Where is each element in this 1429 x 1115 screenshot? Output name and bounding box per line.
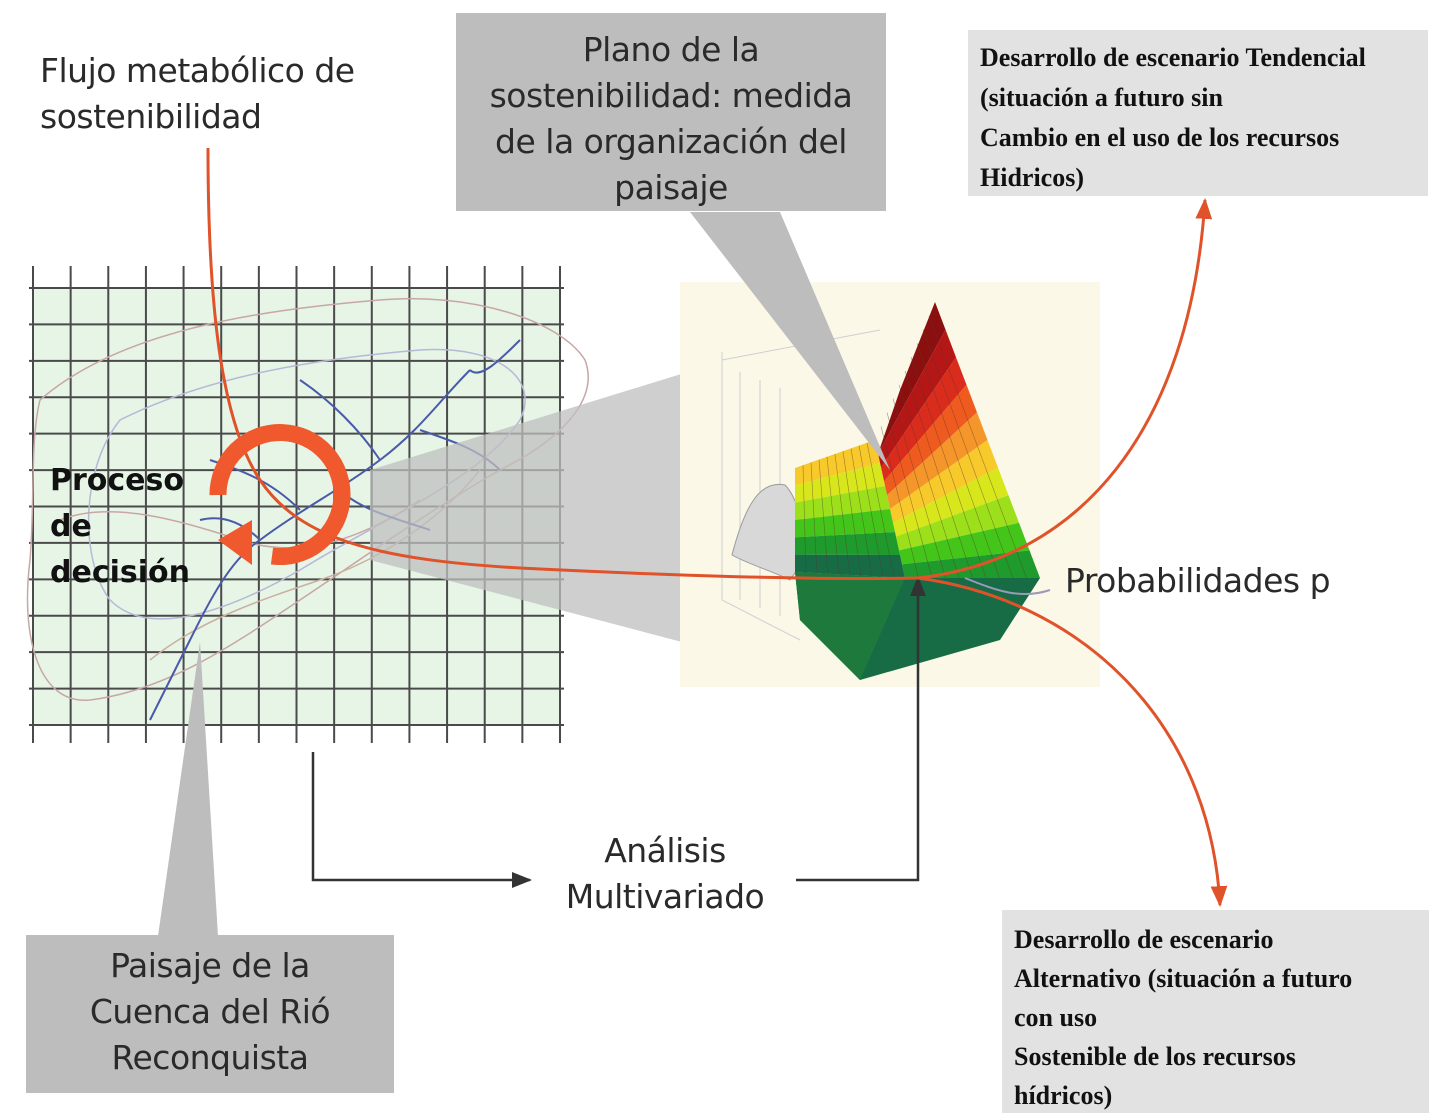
mesh-line xyxy=(898,384,960,579)
plano-line-1: Plano de la xyxy=(582,30,760,69)
mesh-line xyxy=(904,370,973,579)
analisis-multivariado-label: Análisis Multivariado xyxy=(540,828,790,920)
surface-band-right xyxy=(878,302,946,454)
proceso-line-3: decisión xyxy=(50,555,190,590)
projection-cone xyxy=(370,362,720,652)
plano-line-2: sostenibilidad: medida xyxy=(489,76,853,115)
analisis-line-1: Análisis xyxy=(604,831,726,870)
alternativo-line-4: Sostenible de los recursos xyxy=(1014,1042,1296,1071)
alternativo-line-1: Desarrollo de escenario xyxy=(1014,925,1274,954)
plano-sostenibilidad-callout: Plano de la sostenibilidad: medida de la… xyxy=(456,13,886,211)
paisaje-line-2: Cuenca del Rió xyxy=(89,992,331,1031)
surface-band-right xyxy=(890,440,998,523)
tendencial-line-1: Desarrollo de escenario Tendencial xyxy=(980,43,1366,72)
flujo-line-1: Flujo metabólico de xyxy=(40,51,355,90)
analisis-line-2: Multivariado xyxy=(565,877,765,916)
sustainability-surface xyxy=(795,302,1040,680)
flujo-line-2: sostenibilidad xyxy=(40,97,262,136)
alternativo-line-3: con uso xyxy=(1014,1003,1098,1032)
analisis-connector-right xyxy=(796,576,926,882)
plano-line-3: de la organización del xyxy=(495,122,847,161)
proceso-line-1: Proceso xyxy=(50,463,184,498)
surface-mesh-lines xyxy=(802,315,1027,579)
mesh-line xyxy=(892,398,946,579)
surface-band-front xyxy=(795,486,890,520)
analisis-connector-left xyxy=(311,752,532,888)
paisaje-line-3: Reconquista xyxy=(111,1038,309,1077)
mesh-line xyxy=(850,448,873,577)
mesh-line xyxy=(834,453,851,576)
tendencial-line-4: Hidricos) xyxy=(980,163,1084,192)
mesh-line xyxy=(826,456,840,575)
mesh-line xyxy=(866,442,895,578)
mesh-line xyxy=(842,451,862,576)
surface-band-front xyxy=(795,463,885,503)
probabilidades-pointer xyxy=(964,577,1051,596)
surface-base-front xyxy=(795,572,905,680)
tendencial-line-3: Cambio en el uso de los recursos xyxy=(980,123,1340,152)
alternativo-flow-curve xyxy=(917,576,1228,908)
circular-arrow-icon xyxy=(209,424,351,565)
paisaje-line-1: Paisaje de la xyxy=(110,946,310,985)
mesh-line xyxy=(910,357,987,579)
mesh-line xyxy=(818,459,829,574)
surface-band-front xyxy=(795,532,900,555)
surface-band-right xyxy=(893,467,1009,537)
mesh-line xyxy=(886,412,933,579)
proceso-decision-label: Proceso de decisión xyxy=(50,458,190,596)
plano-line-4: paisaje xyxy=(614,168,728,207)
tendencial-flow-curve xyxy=(917,197,1213,580)
plano-callout-tail xyxy=(690,212,890,470)
alternativo-line-2: Alternativo (situación a futuro xyxy=(1014,964,1353,993)
mesh-line xyxy=(928,315,1027,579)
surface-band-front xyxy=(795,509,895,538)
surface-band-front xyxy=(795,440,880,486)
mesh-line xyxy=(802,465,807,573)
surface-band-right xyxy=(884,384,977,496)
surface-band-front xyxy=(795,554,905,578)
surface-band-right xyxy=(881,357,967,482)
paisaje-cuenca-callout: Paisaje de la Cuenca del Rió Reconquista xyxy=(26,935,394,1093)
tendencial-line-2: (situación a futuro sin xyxy=(980,83,1223,112)
mesh-line xyxy=(880,426,919,579)
surface-band-right xyxy=(887,412,988,509)
escenario-alternativo-box: Desarrollo de escenario Alternativo (sit… xyxy=(1002,910,1429,1113)
mesh-line xyxy=(858,445,884,577)
mesh-line xyxy=(922,329,1014,579)
surface-band-right xyxy=(878,329,956,468)
mesh-line xyxy=(810,462,818,574)
flujo-metabolico-label: Flujo metabólico de sostenibilidad xyxy=(40,48,400,140)
escenario-tendencial-box: Desarrollo de escenario Tendencial (situ… xyxy=(968,30,1428,196)
metabolic-flow-curve xyxy=(206,147,919,581)
paisaje-callout-tail xyxy=(158,642,218,936)
mesh-line xyxy=(916,343,1000,579)
probabilidades-label: Probabilidades p xyxy=(1065,561,1331,600)
proceso-line-2: de xyxy=(50,509,92,544)
alternativo-line-5: hídricos) xyxy=(1014,1081,1113,1110)
